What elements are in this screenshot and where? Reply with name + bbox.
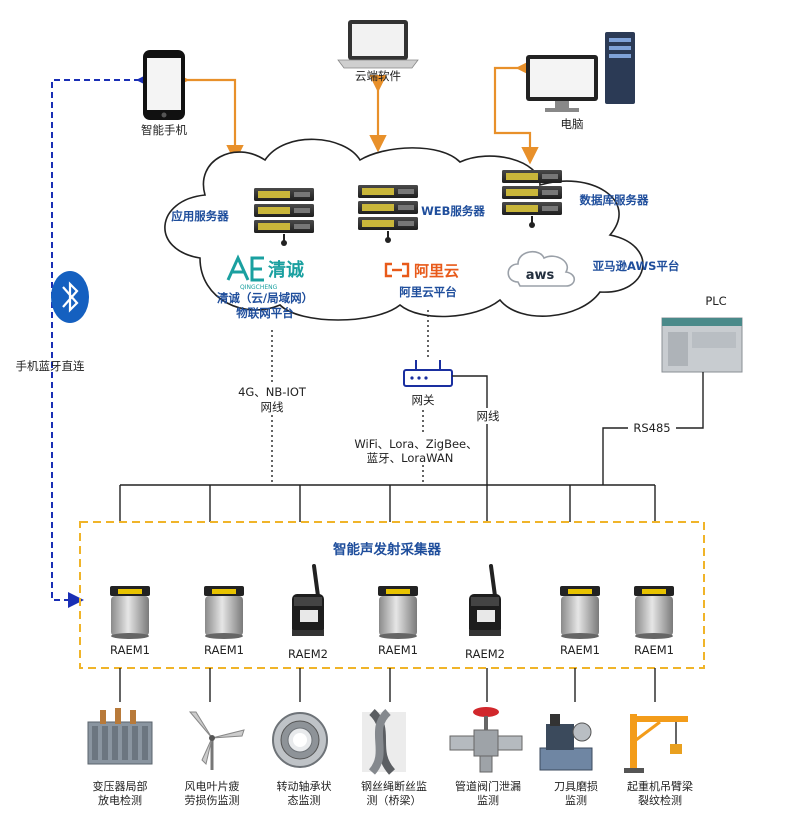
device-label: RAEM2 (465, 647, 505, 661)
wind-turbine-icon (188, 711, 245, 770)
application-label: 刀具磨损 (554, 779, 598, 793)
app-server-icon (254, 188, 314, 246)
smartphone-icon (143, 50, 185, 120)
raem2-device-icon (290, 564, 326, 638)
svg-text:阿里云: 阿里云 (414, 262, 459, 280)
raem2-device-icon (467, 564, 503, 638)
raem1-device-icon (204, 586, 244, 639)
bearing-icon (272, 712, 328, 768)
bluetooth-icon (51, 271, 89, 323)
raem1-device-icon (634, 586, 674, 639)
raem1-device-icon (560, 586, 600, 639)
wireless-label-1: WiFi、Lora、ZigBee、 (354, 437, 477, 451)
hub-bus (119, 484, 656, 522)
application-label: 风电叶片疲 (185, 779, 240, 793)
crane-icon (624, 714, 688, 773)
application-label: 放电检测 (98, 793, 142, 807)
raem1-device-icon (110, 586, 150, 639)
application-label: 测（桥梁） (367, 793, 422, 807)
gateway-router-icon (403, 360, 453, 387)
web-server-icon (358, 185, 418, 243)
computer-label: 电脑 (561, 117, 584, 131)
bluetooth-link (51, 72, 152, 608)
plc-icon (661, 317, 743, 373)
qingcheng-platform-line1: 清诚（云/局域网） (217, 291, 313, 305)
qingcheng-platform-line2: 物联网平台 (236, 306, 294, 320)
application-label: 监测 (477, 794, 499, 807)
db-server-icon (502, 170, 562, 228)
aliyun-platform-label: 阿里云平台 (399, 285, 457, 299)
cable-link (452, 375, 488, 485)
device-label: RAEM1 (560, 643, 600, 657)
app-server-label: 应用服务器 (171, 209, 229, 223)
svg-text:aws: aws (526, 268, 555, 283)
aliyun-logo: 阿里云 (384, 262, 459, 280)
device-label: RAEM1 (634, 643, 674, 657)
aws-platform-label: 亚马逊AWS平台 (593, 259, 680, 273)
valve-icon (449, 707, 523, 773)
application-label: 起重机吊臂梁 (627, 779, 693, 793)
qingcheng-logo: 清诚 QINGCHENG (226, 254, 304, 291)
application-label: 转动轴承状 (277, 779, 332, 793)
application-label: 态监测 (288, 794, 321, 807)
application-label: 裂纹检测 (638, 793, 682, 807)
svg-text:QINGCHENG: QINGCHENG (240, 284, 278, 291)
gateway-label: 网关 (412, 393, 435, 407)
device-label: RAEM1 (204, 643, 244, 657)
device-label: RAEM1 (110, 643, 150, 657)
application-label: 钢丝绳断丝监 (361, 779, 427, 793)
cloud-software-label: 云端软件 (355, 69, 401, 83)
raem1-device-icon (378, 586, 418, 639)
plc-label: PLC (705, 294, 726, 308)
computer-icon (526, 32, 635, 112)
cellular-label-1: 4G、NB-IOT (238, 385, 307, 399)
application-label: 劳损伤监测 (185, 793, 240, 807)
db-server-label: 数据库服务器 (580, 193, 649, 207)
application-label: 变压器局部 (93, 779, 148, 793)
bluetooth-label: 手机蓝牙直连 (16, 359, 85, 373)
collector-box (79, 521, 705, 669)
application-label: 监测 (565, 794, 587, 807)
wireless-label-2: 蓝牙、LoraWAN (367, 451, 454, 465)
orange-links (171, 59, 539, 165)
cellular-label-2: 网线 (261, 400, 284, 414)
aws-logo: aws (507, 251, 576, 287)
cable-label: 网线 (477, 409, 500, 423)
rs485-label: RS485 (633, 421, 670, 435)
device-label: RAEM1 (378, 643, 418, 657)
web-server-label: WEB服务器 (421, 204, 485, 218)
collector-title: 智能声发射采集器 (333, 541, 441, 558)
application-connectors (119, 668, 656, 702)
application-label: 管道阀门泄漏 (455, 779, 521, 793)
device-label: RAEM2 (288, 647, 328, 661)
grinder-icon (539, 714, 593, 771)
smartphone-label: 智能手机 (141, 123, 187, 137)
wire-rope-icon (362, 709, 406, 775)
svg-text:清诚: 清诚 (268, 260, 304, 281)
laptop-icon (337, 20, 419, 69)
transformer-icon (87, 708, 153, 765)
